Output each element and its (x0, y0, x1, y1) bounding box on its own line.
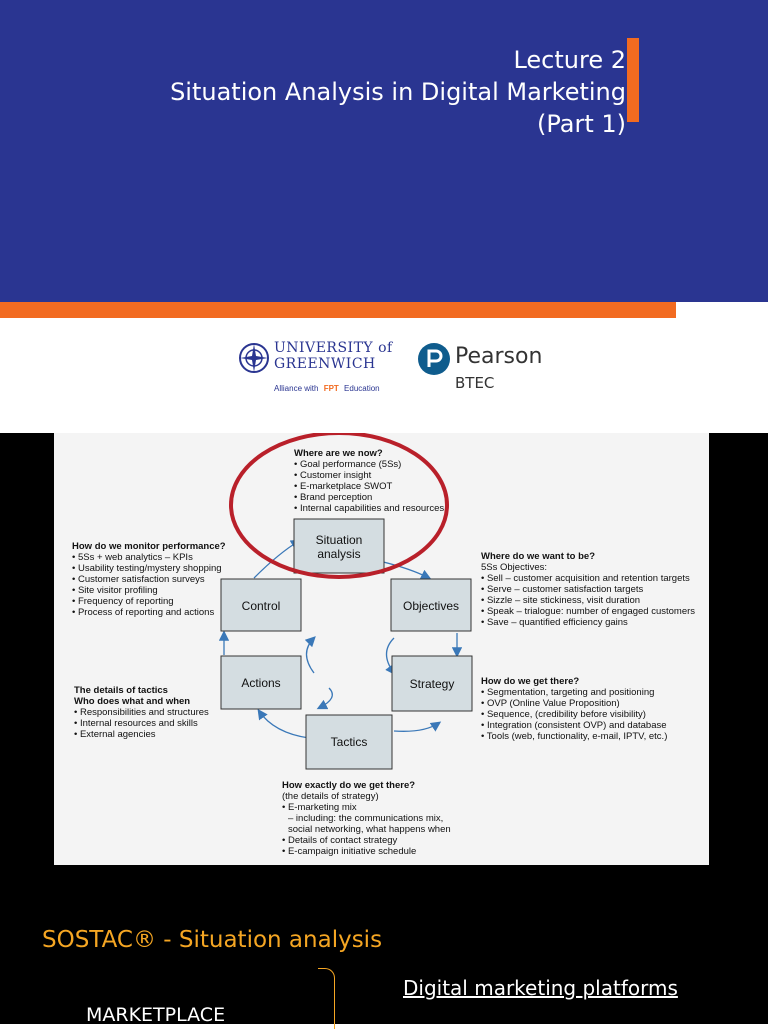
marketplace-label: MARKETPLACE (86, 1004, 226, 1026)
where-now-item: • Brand perception (294, 492, 372, 503)
want-sub: 5Ss Objectives: (481, 562, 547, 573)
exactly-heading: How exactly do we get there? (282, 780, 415, 791)
highlight-ellipse (229, 431, 449, 579)
box-situation (293, 518, 385, 574)
next-slide-background (0, 865, 768, 1024)
pearson-p-icon (418, 343, 450, 375)
label-objectives: Objectives (403, 599, 459, 613)
alliance-prefix: Alliance with (274, 384, 319, 393)
where-now-item: • Goal performance (5Ss) (294, 459, 401, 470)
arrow-loop-lower (316, 687, 333, 710)
box-actions (220, 655, 302, 710)
where-now-item: • Internal capabilities and resources (294, 503, 444, 514)
want-item: • Save – quantified efficiency gains (481, 617, 628, 628)
want-item: • Sell – customer acquisition and retent… (481, 573, 690, 584)
monitor-item: • Frequency of reporting (72, 596, 174, 607)
want-item: • Sizzle – site stickiness, visit durati… (481, 595, 640, 606)
tactics-detail-item: • Internal resources and skills (74, 718, 198, 729)
label-strategy: Strategy (410, 677, 455, 691)
greenwich-label: GREENWICH (274, 356, 376, 372)
box-tactics (305, 714, 393, 770)
title-line-2: Situation Analysis in Digital Marketing (170, 78, 626, 106)
exactly-item: • E-marketing mix (282, 802, 357, 813)
monitor-item: • Site visitor profiling (72, 585, 158, 596)
arrow-tactics-actions (257, 708, 310, 739)
tactics-detail-heading-2: Who does what and when (74, 696, 190, 707)
exactly-item: social networking, what happens when (288, 824, 451, 835)
where-now-item: • Customer insight (294, 470, 372, 481)
monitor-item: • Usability testing/mystery shopping (72, 563, 222, 574)
btec-label: BTEC (455, 374, 495, 392)
monitor-heading: How do we monitor performance? (72, 541, 226, 552)
label-actions: Actions (241, 676, 280, 690)
label-tactics: Tactics (331, 735, 368, 749)
title-line-1: Lecture 2 (513, 46, 626, 74)
alliance-line: Alliance with FPT Education (274, 384, 380, 393)
university-label: UNIVERSITY of (274, 340, 393, 356)
get-there-heading: How do we get there? (481, 676, 579, 687)
label-control: Control (242, 599, 281, 613)
arrow-control-situation (253, 539, 302, 579)
sostac-diagram: Situation analysis Objectives Strategy T… (54, 431, 709, 865)
exactly-sub: (the details of strategy) (282, 791, 379, 802)
orange-divider (0, 302, 676, 318)
get-there-item: • Integration (consistent OVP) and datab… (481, 720, 667, 731)
logo-strip (0, 318, 768, 433)
where-now-heading: Where are we now? (294, 448, 383, 459)
sostac-heading: SOSTAC® - Situation analysis (42, 927, 383, 953)
tactics-detail-item: • External agencies (74, 729, 156, 740)
slide-title: Lecture 2 Situation Analysis in Digital … (170, 44, 626, 140)
greenwich-logo: UNIVERSITY of GREENWICH Alliance with FP… (238, 340, 393, 396)
monitor-item: • Customer satisfaction surveys (72, 574, 205, 585)
monitor-item: • Process of reporting and actions (72, 607, 214, 618)
get-there-item: • Sequence, (credibility before visibili… (481, 709, 646, 720)
pearson-label: Pearson (455, 344, 543, 369)
get-there-item: • OVP (Online Value Proposition) (481, 698, 620, 709)
bracket-connector (318, 968, 335, 1029)
exactly-item: – including: the communications mix, (288, 813, 443, 824)
box-control (220, 578, 302, 632)
want-item: • Serve – customer satisfaction targets (481, 584, 644, 595)
title-line-3: (Part 1) (536, 110, 626, 138)
arrow-loop-left (304, 636, 316, 674)
title-accent-bar (627, 38, 639, 122)
get-there-item: • Tools (web, functionality, e-mail, IPT… (481, 731, 667, 742)
exactly-item: • E-campaign initiative schedule (282, 846, 416, 857)
where-now-item: • E-marketplace SWOT (294, 481, 393, 492)
monitor-item: • 5Ss + web analytics – KPIs (72, 552, 193, 563)
label-situation-2: analysis (317, 547, 360, 561)
exactly-item: • Details of contact strategy (282, 835, 398, 846)
fpt-brand: FPT (323, 384, 339, 393)
box-strategy (391, 655, 473, 712)
alliance-suffix: Education (344, 384, 380, 393)
digital-platforms-link[interactable]: Digital marketing platforms (403, 976, 678, 1000)
title-slide-background (0, 0, 768, 302)
tactics-detail-heading-1: The details of tactics (74, 685, 168, 696)
compass-emblem-icon (239, 343, 269, 373)
arrow-strategy-tactics (393, 721, 442, 732)
get-there-item: • Segmentation, targeting and positionin… (481, 687, 654, 698)
want-item: • Speak – trialogue: number of engaged c… (481, 606, 695, 617)
box-objectives (390, 578, 472, 632)
tactics-detail-item: • Responsibilities and structures (74, 707, 209, 718)
want-heading: Where do we want to be? (481, 551, 595, 562)
label-situation-1: Situation (316, 533, 363, 547)
